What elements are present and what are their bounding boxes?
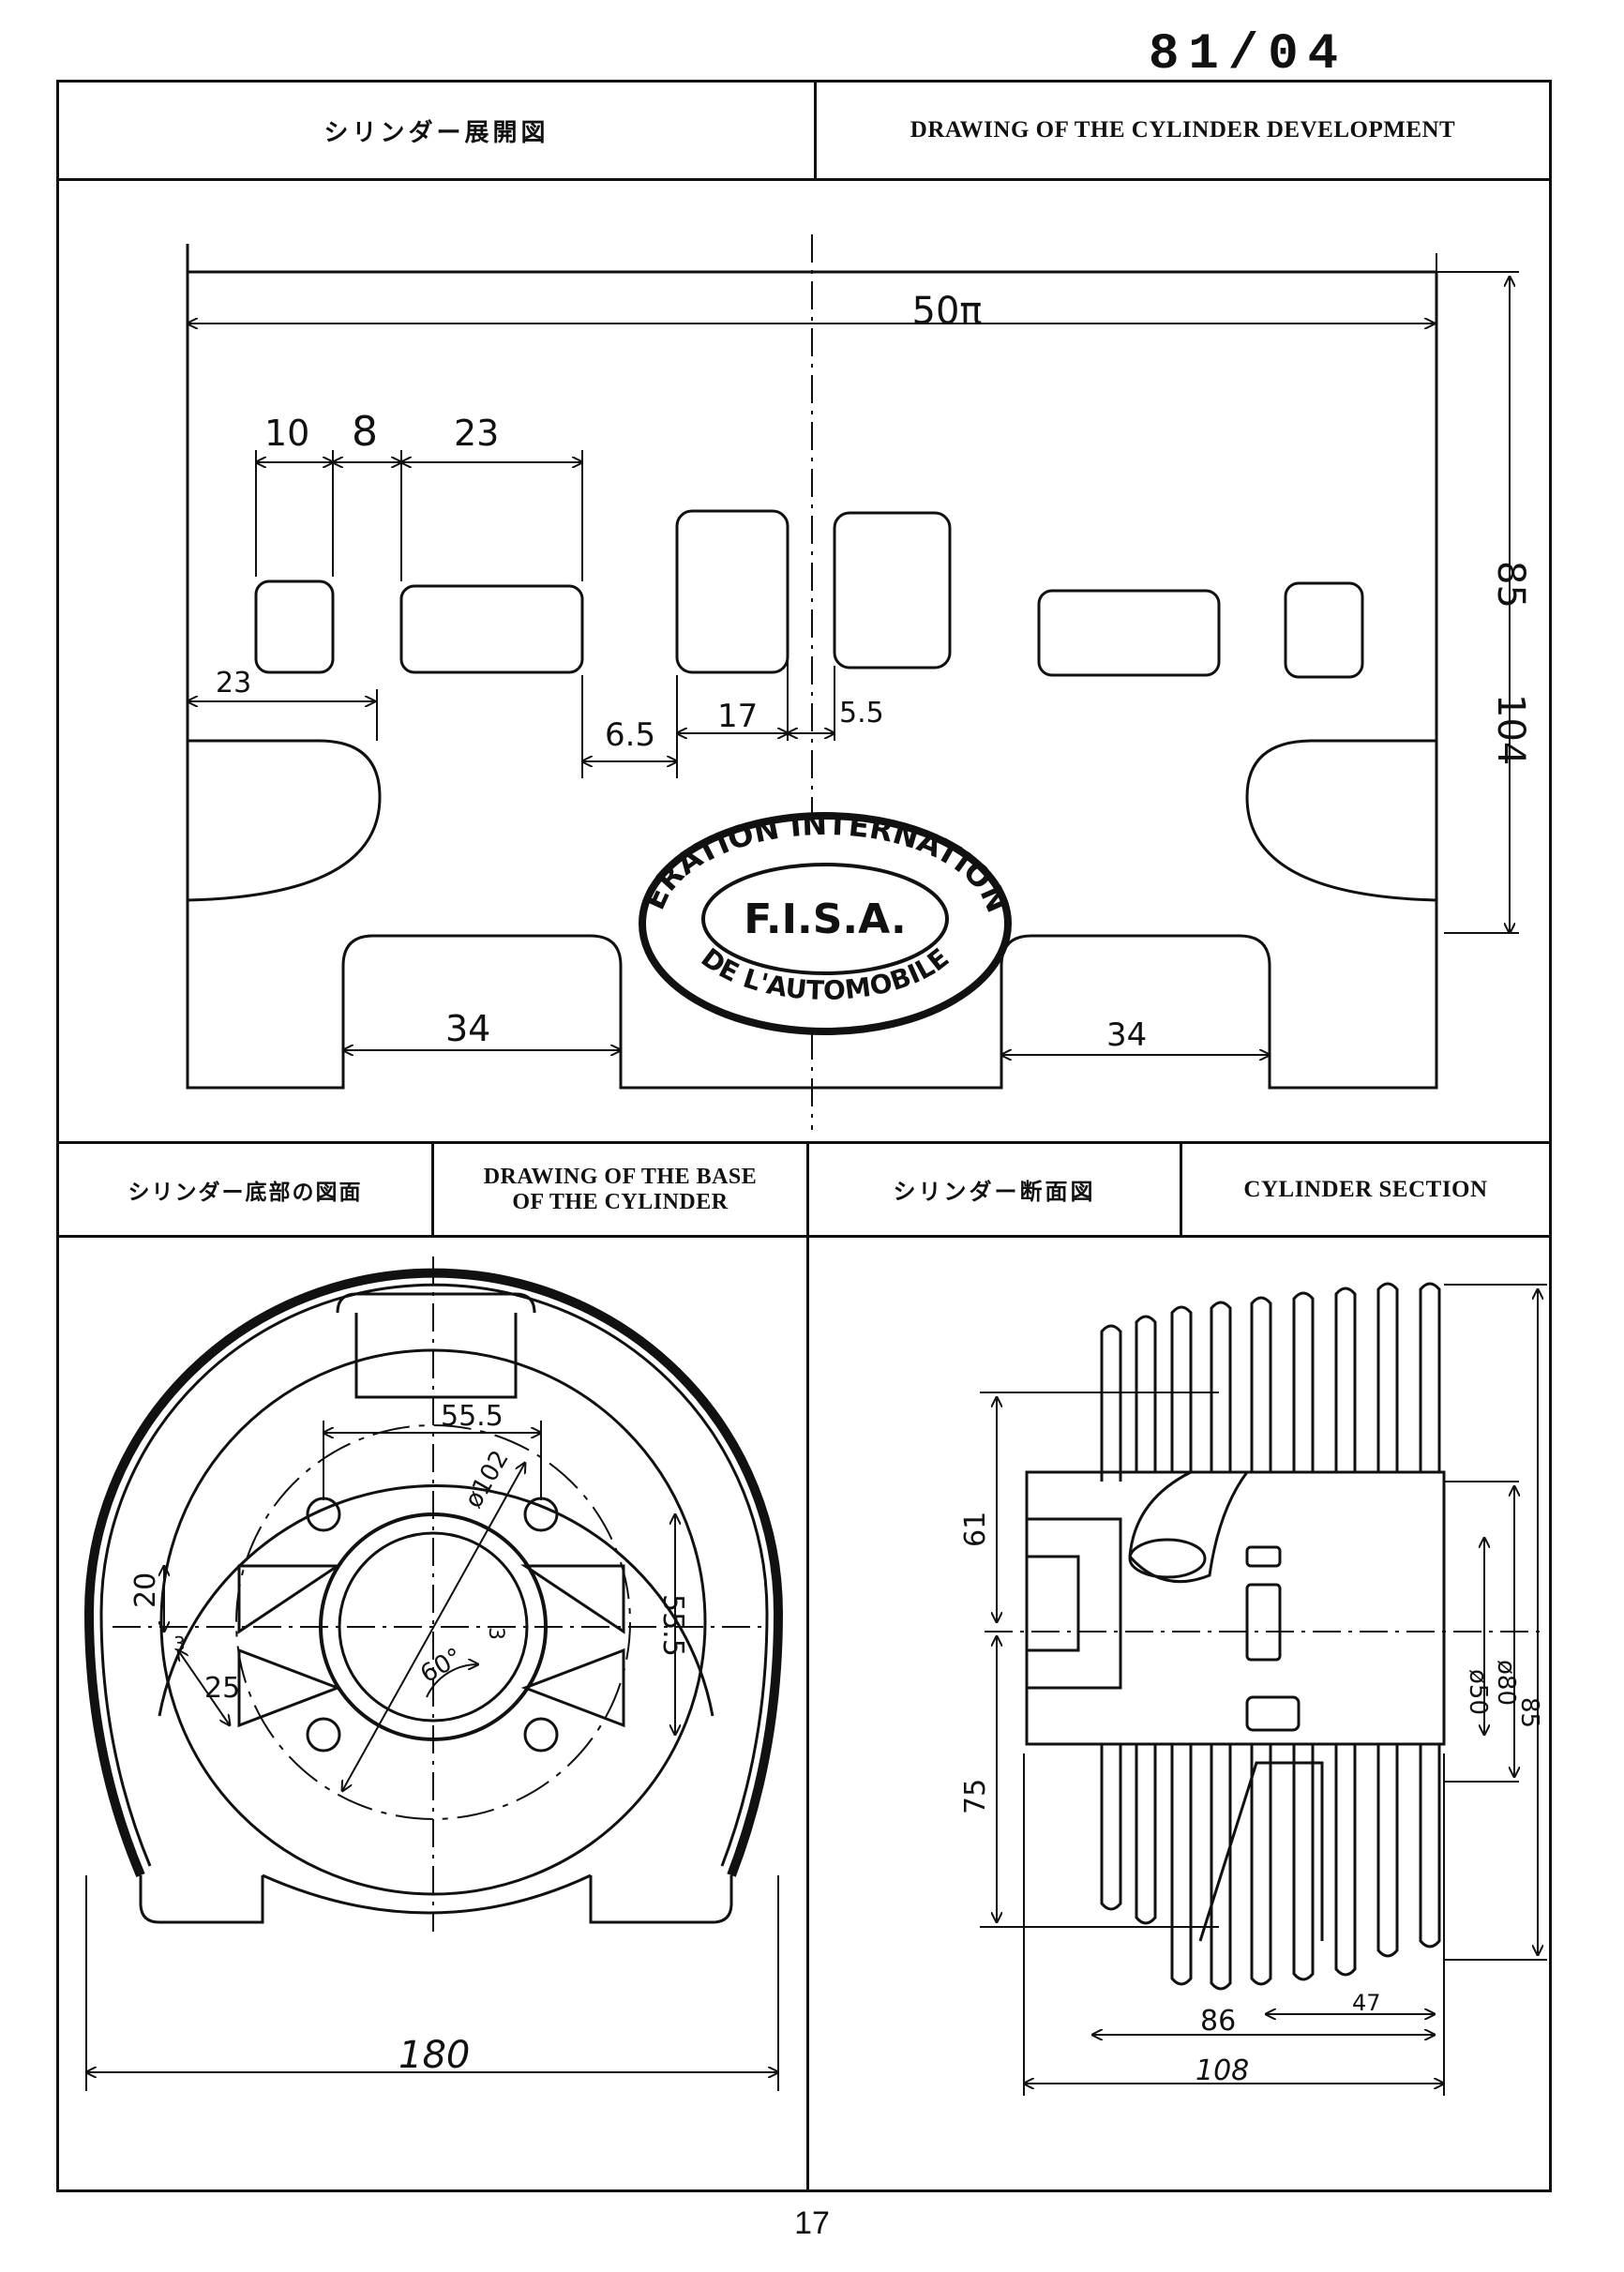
divider <box>431 1141 434 1238</box>
section-title-jp: シリンダー断面図 <box>893 1179 1096 1205</box>
port <box>833 511 952 670</box>
dim-75: 75 <box>959 1779 992 1814</box>
dim-61: 61 <box>959 1512 992 1547</box>
document-number: 81/04 <box>1149 26 1348 83</box>
port <box>1284 581 1364 679</box>
dim-8: 8 <box>352 408 378 456</box>
base-title-en: DRAWING OF THE BASE OF THE CYLINDER <box>434 1144 806 1235</box>
base-title-en-line1: DRAWING OF THE BASE <box>483 1164 758 1189</box>
stamp-outer-text: FEDERATION INTERNATIONALE <box>0 0 1015 918</box>
port <box>675 509 789 674</box>
port <box>254 579 335 674</box>
divider <box>806 1141 809 2192</box>
development-drawing <box>186 234 1438 1130</box>
dim-25: 25 <box>204 1672 240 1705</box>
top-title-jp: シリンダー展開図 <box>323 118 549 147</box>
section-dimensions <box>980 1284 1547 2096</box>
port <box>1037 589 1221 677</box>
dim-d80: ø80 <box>1492 1660 1520 1706</box>
dim-23-left: 23 <box>216 667 251 700</box>
port <box>399 584 584 674</box>
dim-104: 104 <box>1489 694 1532 765</box>
dim-23-top: 23 <box>454 413 499 454</box>
drawing-frame <box>56 80 1552 2192</box>
fisa-stamp: FEDERATION INTERNATIONALE DE L'AUTOMOBIL… <box>0 0 1015 1035</box>
divider <box>814 80 817 180</box>
dim-108: 108 <box>1195 2054 1249 2087</box>
dim-3-left: 3 <box>173 1633 186 1655</box>
svg-text:FEDERATION INTERNATIONALE: FEDERATION INTERNATIONALE <box>0 0 1015 918</box>
port-right <box>1245 739 1437 902</box>
base-dimensions <box>85 1421 779 2091</box>
section-dim-labels: 61 75 ø50 ø80 85 86 47 108 <box>959 1512 1543 2087</box>
dim-55-5-right: 55.5 <box>656 1594 689 1657</box>
dim-50pi: 50π <box>912 290 983 333</box>
dim-17: 17 <box>717 698 758 735</box>
dim-20: 20 <box>129 1572 162 1608</box>
dim-85: 85 <box>1515 1697 1543 1728</box>
development-dimensions <box>187 253 1519 1055</box>
stamp-inner-text: F.I.S.A. <box>744 895 906 943</box>
dim-47: 47 <box>1352 1990 1381 2016</box>
dim-34-left: 34 <box>445 1008 490 1049</box>
dim-10: 10 <box>264 413 309 454</box>
dim-180: 180 <box>398 2034 470 2077</box>
divider <box>56 1141 1552 1144</box>
dim-d50: ø50 <box>1464 1669 1492 1715</box>
port-left <box>187 739 382 902</box>
dim-86: 86 <box>1200 2005 1236 2038</box>
divider <box>56 178 1552 181</box>
section-drawing <box>985 1282 1547 1991</box>
dim-d102: ø102 <box>459 1446 515 1513</box>
dim-60: 60° <box>416 1643 468 1689</box>
top-title-en: DRAWING OF THE CYLINDER DEVELOPMENT <box>910 117 1456 143</box>
cylinder-outline <box>186 244 1438 1090</box>
development-dim-labels: 50π 104 85 10 8 23 23 6.5 17 5.5 34 34 <box>216 290 1532 1054</box>
dim-6-5: 6.5 <box>605 716 655 754</box>
dim-3-center: 3 <box>484 1627 507 1640</box>
divider <box>56 1235 1552 1238</box>
divider <box>1180 1141 1182 1238</box>
section-title-en: CYLINDER SECTION <box>1243 1176 1488 1202</box>
page-number: 17 <box>794 2205 830 2241</box>
dim-55-5-top: 55.5 <box>441 1400 504 1433</box>
dim-85: 85 <box>1489 561 1532 609</box>
base-title-jp: シリンダー底部の図面 <box>128 1180 363 1205</box>
dim-5-5: 5.5 <box>839 697 884 730</box>
dim-34-right: 34 <box>1106 1016 1147 1054</box>
base-title-en-line2: OF THE CYLINDER <box>512 1189 729 1214</box>
